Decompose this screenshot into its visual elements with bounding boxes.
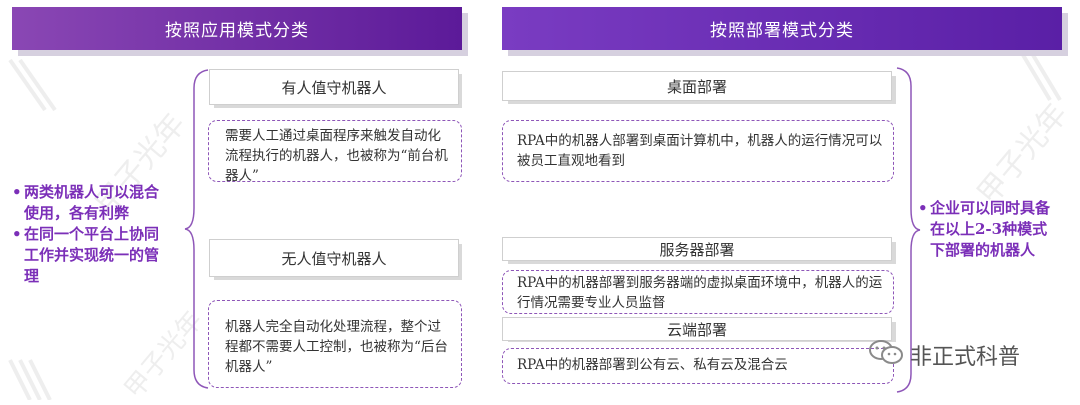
right-note-item: 企业可以同时具备在以上2-3种模式下部署的机器人 [918, 198, 1058, 261]
attended-robot-desc: 需要人工通过桌面程序来触发自动化流程执行的机器人，也被称为“前台机器人” [208, 120, 462, 184]
wechat-icon [868, 338, 904, 372]
watermark-right: 甲子光年 [970, 97, 1075, 212]
left-brace [184, 69, 209, 389]
badge-text: 非正式科普 [910, 345, 1021, 370]
desktop-deploy-desc: RPA中的机器人部署到桌面计算机中，机器人的运行情况可以被员工直观地看到 [502, 120, 894, 182]
cloud-deploy-desc: RPA中的机器部署到公有云、私有云及混合云 [502, 348, 894, 384]
unattended-robot-title: 无人值守机器人 [209, 239, 459, 277]
left-note-item: 在同一个平台上协同工作并实现统一的管理 [12, 224, 170, 287]
header-application-mode: 按照应用模式分类 [12, 7, 462, 50]
header-deployment-mode: 按照部署模式分类 [502, 7, 1062, 50]
desktop-deploy-title: 桌面部署 [502, 71, 892, 101]
left-note-item: 两类机器人可以混合使用，各有利弊 [12, 182, 170, 224]
left-notes: 两类机器人可以混合使用，各有利弊 在同一个平台上协同工作并实现统一的管理 [12, 182, 170, 287]
right-notes: 企业可以同时具备在以上2-3种模式下部署的机器人 [918, 198, 1058, 261]
cloud-deploy-title: 云端部署 [502, 317, 892, 341]
server-deploy-title: 服务器部署 [502, 237, 892, 261]
attended-robot-title: 有人值守机器人 [209, 69, 459, 105]
unattended-robot-desc: 机器人完全自动化处理流程，整个过程都不需要人工控制，也被称为“后台机器人” [208, 300, 462, 388]
source-badge: 非正式科普 [868, 338, 1020, 372]
server-deploy-desc: RPA中的机器部署到服务器端的虚拟桌面环境中，机器人的运行情况需要专业人员监督 [502, 270, 894, 314]
